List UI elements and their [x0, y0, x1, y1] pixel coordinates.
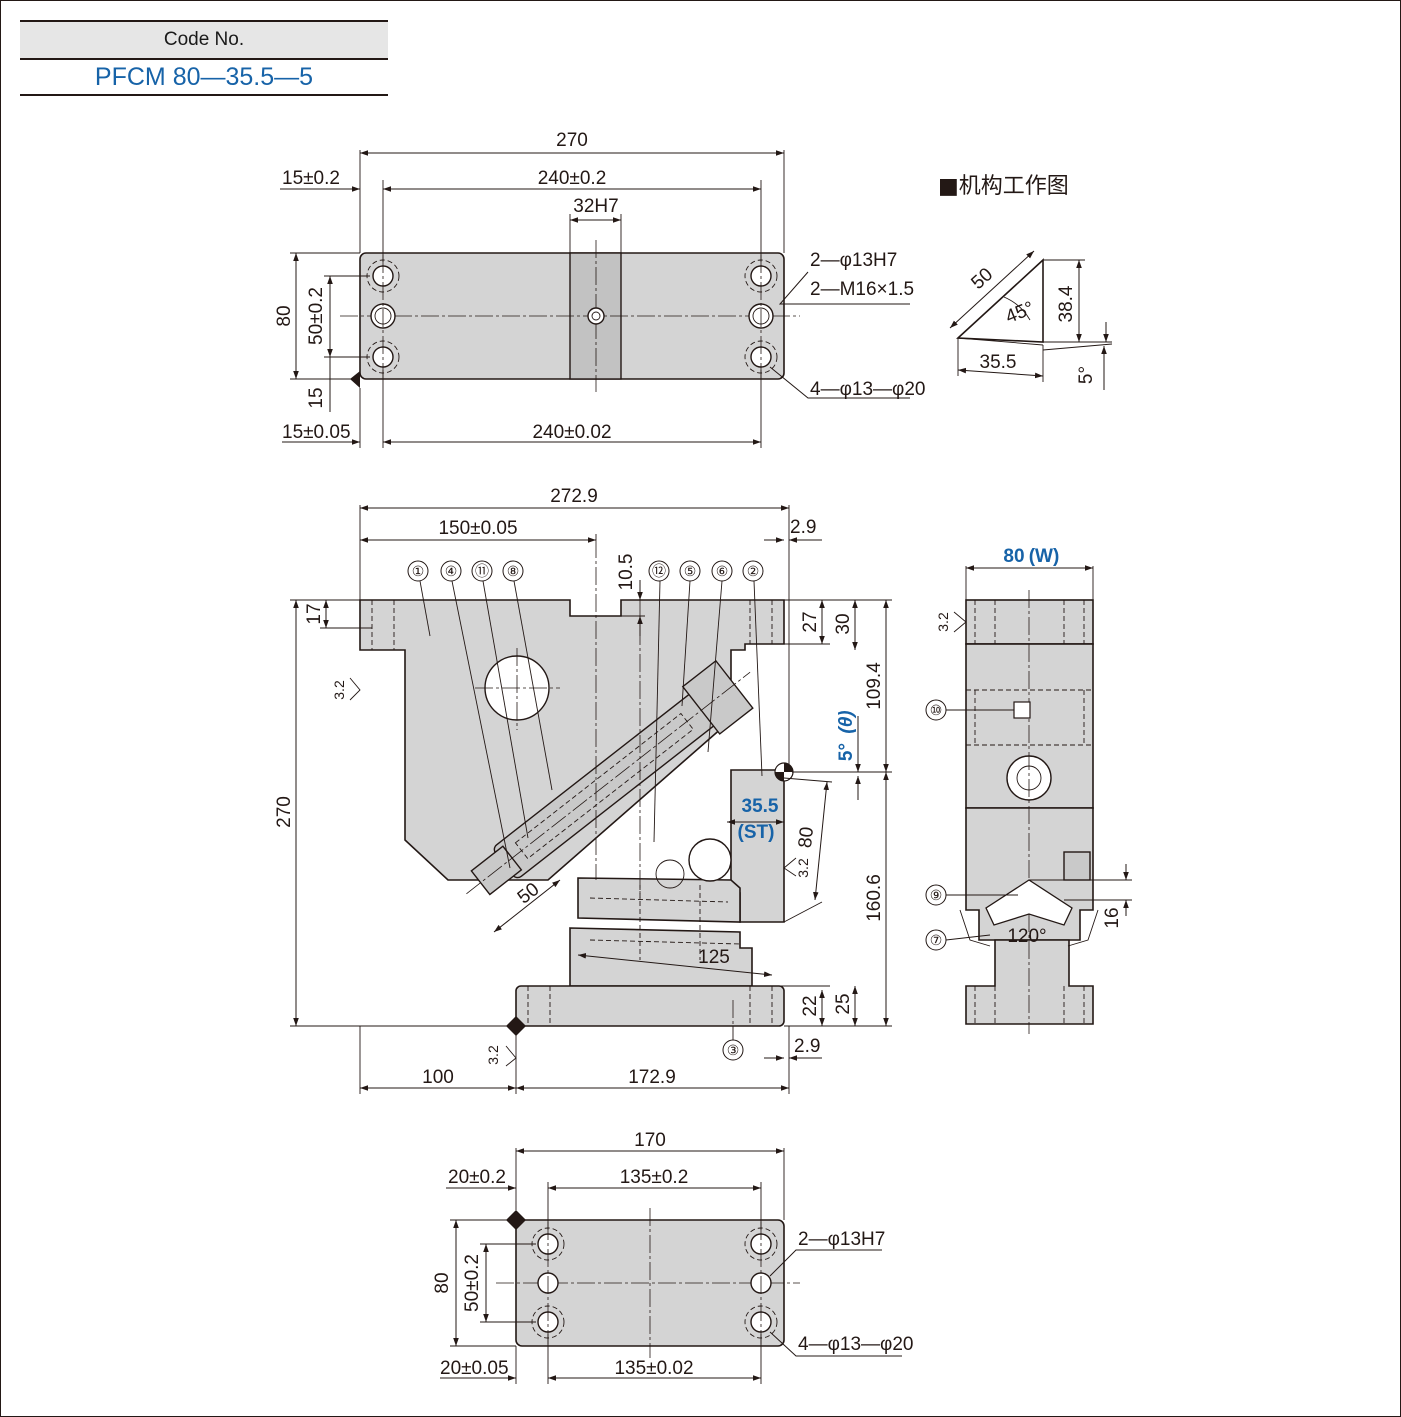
slide-length: 50 [514, 879, 544, 909]
svg-text:②: ② [747, 563, 760, 579]
top-pitch: 240±0.2 [538, 168, 607, 189]
bottom-offset: 20±0.2 [448, 1167, 506, 1188]
mechanism-diagram: ■机构工作图 45° 50 38.4 35.5 5° [938, 174, 1113, 390]
front-theta: (θ) [836, 710, 857, 733]
block-height: 80 [795, 826, 818, 849]
balloon-7: ⑦ [930, 932, 943, 948]
top-overall-width: 270 [556, 130, 588, 151]
front-right-27: 27 [800, 611, 821, 632]
top-height: 80 [274, 305, 295, 326]
mechanism-base: 35.5 [980, 352, 1017, 373]
bottom-view: 170 135±0.2 20±0.2 80 50±0.2 135±0.02 20… [432, 1130, 913, 1384]
bottom-height: 80 [432, 1272, 453, 1293]
roughness-right: 3.2 [795, 858, 811, 878]
bottom-hole-pitch: 50±0.2 [462, 1254, 483, 1312]
bottom-note-pin: 2—φ13H7 [798, 1229, 885, 1250]
bottom-note-cbore: 4—φ13—φ20 [798, 1334, 913, 1355]
bottom-bottom-pitch: 135±0.02 [614, 1358, 693, 1379]
front-height: 270 [274, 796, 295, 828]
top-bottom-offset: 15 [306, 387, 327, 408]
front-offset: 150±0.05 [438, 518, 517, 539]
stroke-value: 35.5 [742, 796, 779, 817]
side-hidden-lines [966, 600, 1093, 1024]
front-bottom-left: 100 [422, 1067, 454, 1088]
front-view: 272.9 150±0.05 2.9 10.5 ① ④ ⑪ ⑧ ⑫ ⑤ ⑥ ② [274, 486, 892, 1094]
svg-text:⑧: ⑧ [507, 563, 520, 579]
svg-text:④: ④ [445, 563, 458, 579]
base-length: 125 [698, 947, 730, 968]
base-plate [515, 985, 785, 1027]
balloon-9: ⑨ [930, 887, 943, 903]
svg-text:①: ① [412, 563, 425, 579]
svg-text:⑤: ⑤ [684, 563, 697, 579]
main-body [359, 599, 785, 881]
front-bottom-overhang: 2.9 [794, 1036, 820, 1057]
front-right-109-4: 109.4 [864, 662, 885, 710]
balloon-10: ⑩ [930, 702, 943, 718]
front-total-width: 272.9 [550, 486, 598, 507]
balloon-base: ③ [727, 1042, 740, 1058]
top-hole-pitch: 50±0.2 [306, 287, 327, 345]
section-title: ■机构工作图 [938, 174, 1069, 199]
front-right-25: 25 [833, 993, 854, 1014]
note-counterbore: 4—φ13—φ20 [810, 379, 925, 400]
top-bottom-offset-tol: 15±0.05 [282, 422, 351, 443]
top-view: 270 240±0.2 15±0.2 32H7 80 50±0.2 15 240… [274, 130, 925, 448]
front-angle: 5° [836, 743, 857, 761]
code-number-box: Code No. PFCM 80—35.5—5 [20, 20, 388, 96]
front-right-30: 30 [833, 613, 854, 634]
front-overhang: 2.9 [790, 517, 816, 538]
note-thread-holes: 2—M16×1.5 [810, 279, 914, 300]
mechanism-rise: 38.4 [1056, 285, 1077, 322]
bottom-bottom-offset: 20±0.05 [440, 1358, 509, 1379]
side-depth: 16 [1102, 907, 1123, 928]
side-roughness: 3.2 [935, 612, 951, 632]
side-top-flange [965, 599, 1094, 645]
front-right-160-6: 160.6 [864, 874, 885, 922]
svg-text:⑪: ⑪ [475, 563, 489, 579]
roughness-bottom: 3.2 [485, 1045, 501, 1065]
front-flange-depth: 17 [304, 603, 325, 624]
code-number-value: PFCM 80—35.5—5 [20, 59, 388, 96]
code-number-header: Code No. [20, 20, 388, 59]
bottom-overall-width: 170 [634, 1130, 666, 1151]
front-slot-depth: 10.5 [616, 554, 637, 591]
bottom-pitch: 135±0.2 [620, 1167, 689, 1188]
svg-text:⑫: ⑫ [652, 563, 666, 579]
mechanism-tilt: 5° [1076, 366, 1097, 384]
driver-hole [688, 838, 732, 882]
top-offset: 15±0.2 [282, 168, 340, 189]
side-base [965, 939, 1094, 1025]
stroke-label: (ST) [738, 822, 775, 843]
svg-text:⑥: ⑥ [716, 563, 729, 579]
side-view: 120° 80 (W) 3.2 16 ⑩ ⑨ ⑦ [925, 546, 1132, 1034]
slide-assembly [466, 659, 754, 896]
roughness-left: 3.2 [331, 680, 347, 700]
side-width-value: 80 [1003, 546, 1024, 567]
front-bottom-right: 172.9 [628, 1067, 676, 1088]
top-bottom-pitch: 240±0.02 [532, 422, 611, 443]
sliding-block [577, 877, 741, 923]
top-slot-width: 32H7 [573, 196, 618, 217]
side-width-label: (W) [1029, 546, 1060, 567]
note-pin-holes: 2—φ13H7 [810, 250, 897, 271]
top-balloons: ① ④ ⑪ ⑧ ⑫ ⑤ ⑥ ② ③ [407, 560, 764, 1061]
front-right-22: 22 [800, 995, 821, 1016]
side-angle: 120° [1007, 926, 1046, 947]
